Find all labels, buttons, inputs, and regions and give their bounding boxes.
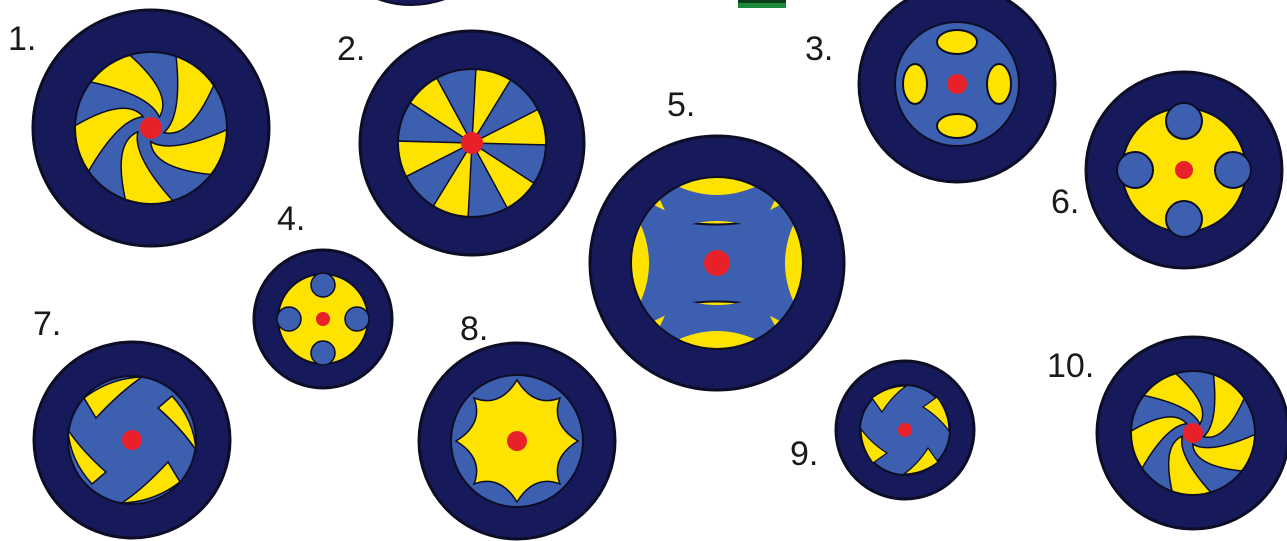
center-dot [1183, 423, 1203, 443]
rotor-8 [419, 343, 615, 539]
rotor-3 [859, 0, 1055, 182]
rotor-10 [1097, 337, 1287, 529]
label-8: 8. [460, 310, 488, 348]
rotor-1 [33, 10, 269, 246]
label-4: 4. [277, 200, 305, 238]
label-5: 5. [667, 86, 695, 124]
center-dot [316, 312, 330, 326]
rotor-4 [254, 250, 392, 388]
center-dot [507, 431, 527, 451]
center-dot [704, 250, 730, 276]
center-dot [898, 423, 912, 437]
label-2: 2. [337, 30, 365, 68]
center-dot [1175, 161, 1193, 179]
center-dot [947, 74, 967, 94]
label-9: 9. [790, 435, 818, 473]
green-marker-shade [738, 0, 786, 3]
label-6: 6. [1051, 183, 1079, 221]
partial-ring-top [375, 0, 448, 5]
label-3: 3. [805, 30, 833, 68]
center-dot [461, 132, 483, 154]
label-10: 10. [1047, 347, 1094, 385]
rotor-9 [836, 361, 974, 499]
label-1: 1. [8, 20, 36, 58]
center-dot [140, 117, 162, 139]
rotor-6 [1086, 72, 1282, 268]
center-dot [122, 430, 142, 450]
rotor-2 [360, 31, 584, 255]
rotor-7 [34, 342, 230, 538]
rotor-5 [590, 136, 844, 390]
label-7: 7. [33, 305, 61, 343]
